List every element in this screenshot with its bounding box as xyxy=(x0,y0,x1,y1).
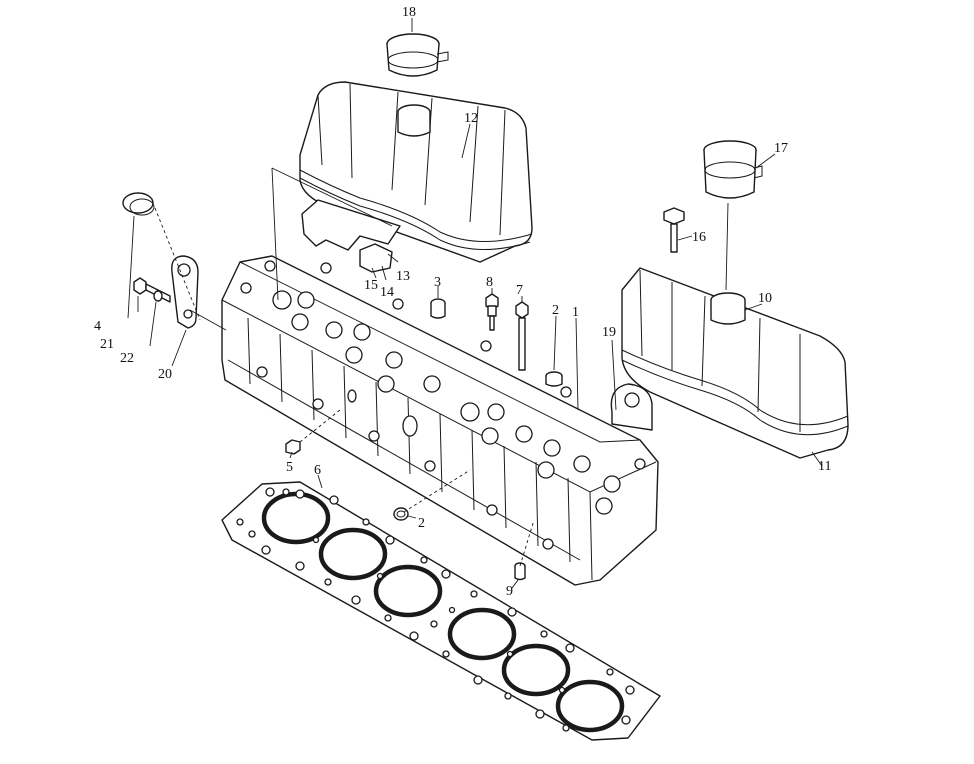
leader-lines xyxy=(127,18,823,589)
callout-12: 12 xyxy=(464,111,478,126)
stud-bolt-short xyxy=(485,293,499,331)
screw-and-washer xyxy=(133,277,171,303)
small-parts xyxy=(285,293,563,581)
callout-5: 5 xyxy=(286,460,293,475)
stud-bolt-long xyxy=(515,301,529,371)
callout-19: 19 xyxy=(602,325,616,340)
breather-cap xyxy=(703,140,763,291)
cylinder-head xyxy=(221,255,659,586)
callout-2-lower: 2 xyxy=(418,516,425,531)
callout-13: 13 xyxy=(396,269,410,284)
callout-labels: 1 2 2 3 4 5 6 7 8 9 10 11 12 13 14 15 16… xyxy=(94,5,831,599)
callout-1: 1 xyxy=(572,305,579,320)
dowel-sleeve-upper xyxy=(545,371,563,387)
callout-15: 15 xyxy=(364,278,378,293)
valve-spring-seats xyxy=(272,290,621,515)
callout-22: 22 xyxy=(120,351,134,366)
callout-14: 14 xyxy=(380,285,394,300)
gasket-bores xyxy=(261,491,625,733)
expansion-plug xyxy=(122,192,155,216)
lifting-eye-front xyxy=(610,383,653,431)
callout-10: 10 xyxy=(758,291,772,306)
callout-4: 4 xyxy=(94,319,101,334)
callout-7: 7 xyxy=(516,283,523,298)
callout-18: 18 xyxy=(402,5,416,20)
lifting-eye-rear xyxy=(171,255,199,329)
callout-9: 9 xyxy=(506,584,513,599)
callout-21: 21 xyxy=(100,337,114,352)
valve-cover-front xyxy=(621,267,849,459)
callout-11: 11 xyxy=(818,459,831,474)
callout-20: 20 xyxy=(158,367,172,382)
callout-8: 8 xyxy=(486,275,493,290)
cover-bracket xyxy=(301,199,401,273)
drain-plug xyxy=(285,439,301,455)
dowel-sleeve-lower xyxy=(393,507,409,521)
callout-2-upper: 2 xyxy=(552,303,559,318)
callout-3: 3 xyxy=(434,275,441,290)
gasket-holes xyxy=(236,487,635,732)
nozzle-sleeve xyxy=(430,298,446,319)
cover-bolt xyxy=(663,207,685,253)
head-bolt-holes xyxy=(240,260,646,550)
head-side-ribs xyxy=(247,317,571,563)
head-gasket xyxy=(221,481,661,741)
callout-17: 17 xyxy=(774,141,788,156)
callout-6: 6 xyxy=(314,463,321,478)
oil-filler-cap xyxy=(386,33,449,77)
callout-16: 16 xyxy=(692,230,706,245)
